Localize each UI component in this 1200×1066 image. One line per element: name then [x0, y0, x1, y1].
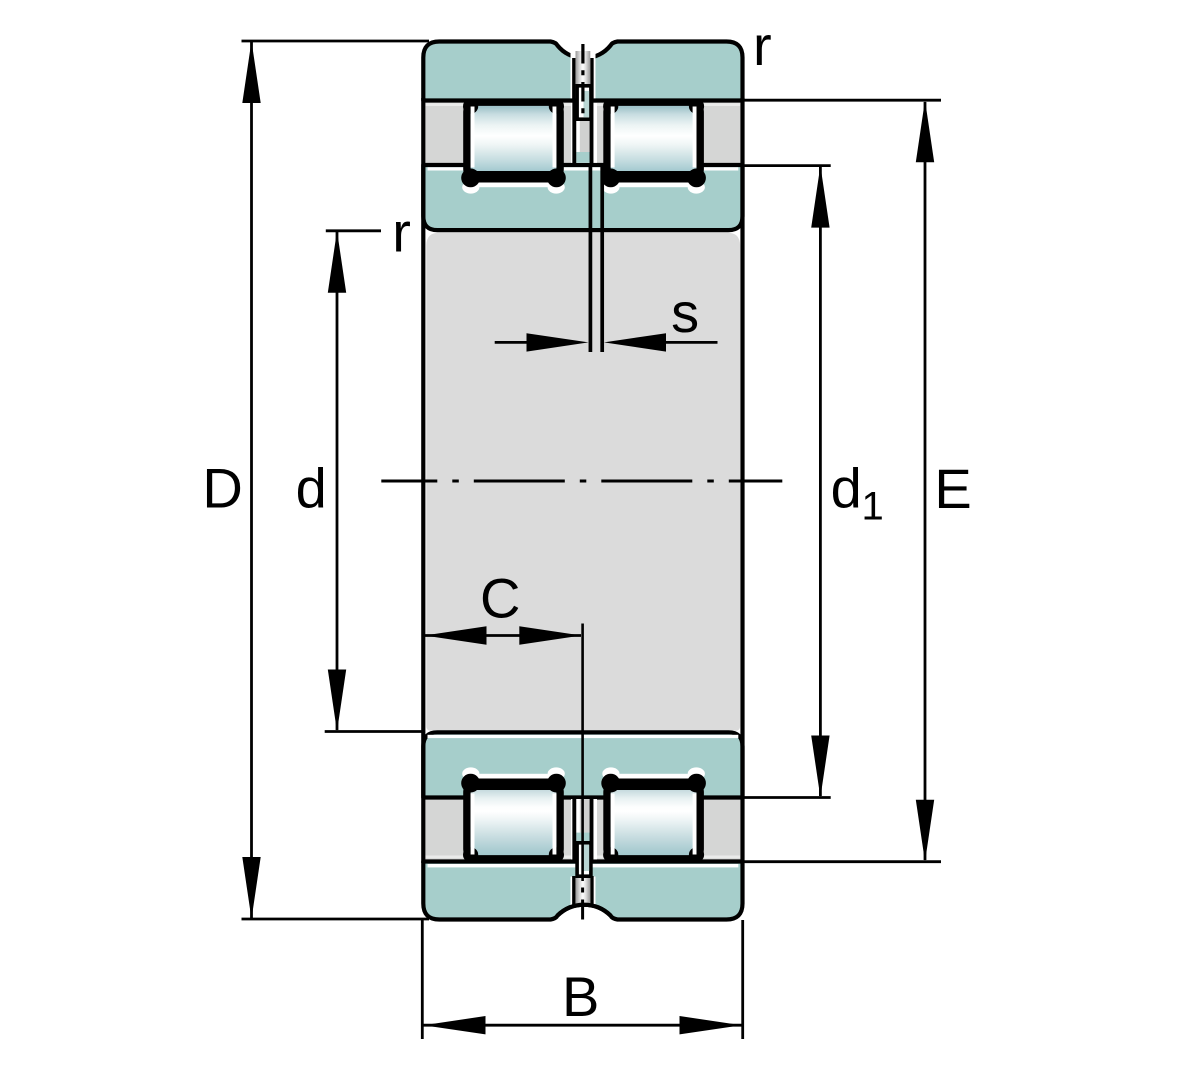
svg-text:d: d: [296, 456, 327, 519]
svg-text:d: d: [831, 456, 862, 519]
svg-text:r: r: [392, 201, 411, 264]
svg-text:1: 1: [862, 484, 884, 528]
svg-text:B: B: [562, 965, 599, 1028]
svg-text:E: E: [934, 457, 971, 520]
svg-text:C: C: [480, 566, 520, 629]
svg-text:s: s: [671, 281, 699, 344]
svg-text:D: D: [202, 456, 242, 519]
svg-text:r: r: [753, 14, 772, 77]
